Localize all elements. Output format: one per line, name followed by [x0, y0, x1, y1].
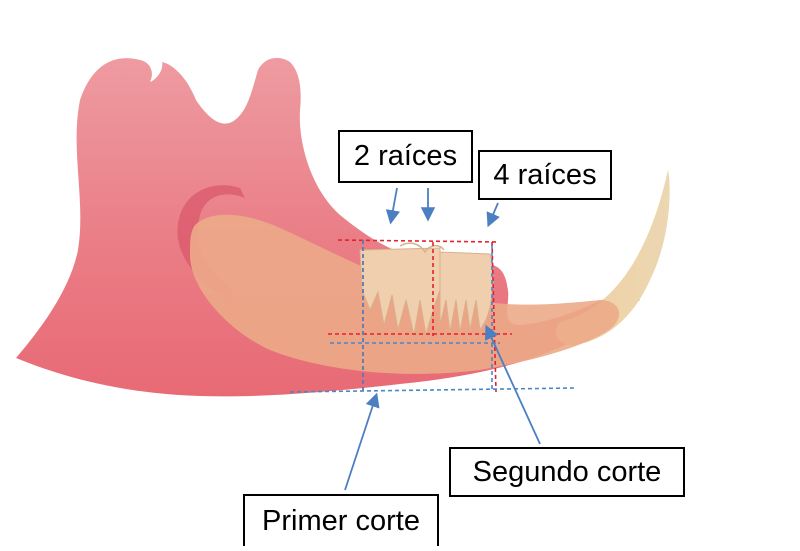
label-four-roots: 4 raíces [478, 150, 612, 200]
arrow-two-roots-left [391, 188, 397, 221]
arrow-first-cut [345, 396, 376, 490]
label-first-cut: Primer corte [243, 494, 439, 546]
arrow-four-roots [489, 203, 498, 224]
label-second-cut-text: Segundo corte [473, 456, 662, 489]
label-four-roots-text: 4 raíces [493, 159, 596, 192]
label-second-cut: Segundo corte [449, 447, 685, 497]
label-two-roots-text: 2 raíces [354, 140, 457, 173]
label-two-roots: 2 raíces [338, 130, 473, 183]
label-first-cut-text: Primer corte [262, 505, 420, 538]
